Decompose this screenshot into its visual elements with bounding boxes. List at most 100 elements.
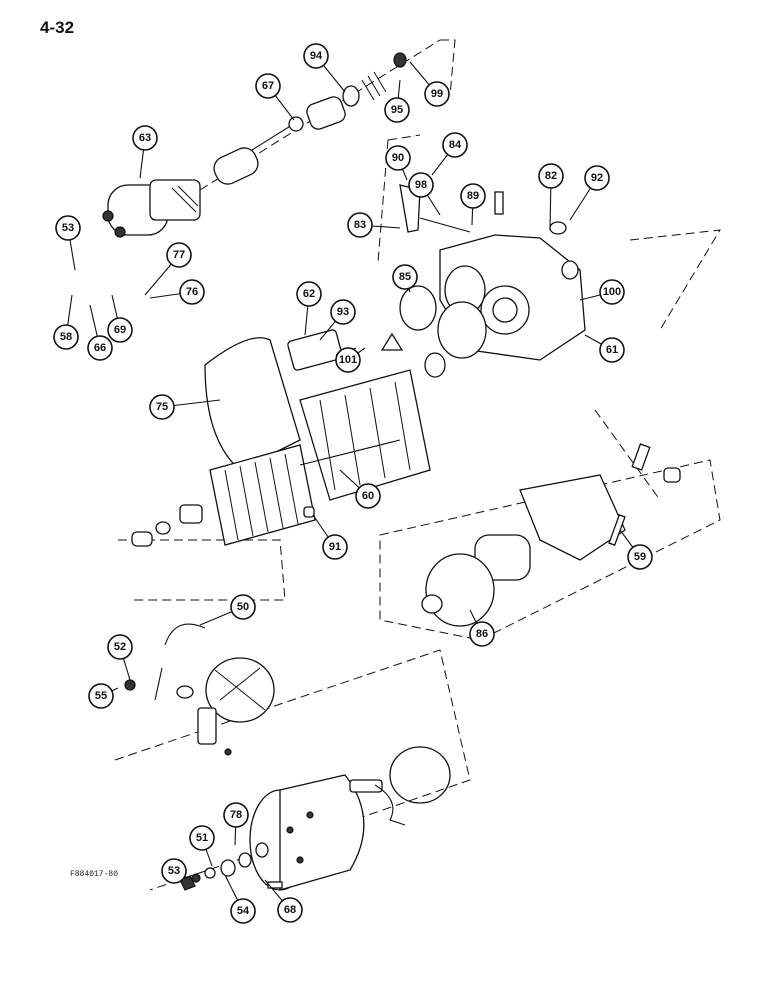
callout-circle [538, 163, 564, 189]
callout-circle [424, 81, 450, 107]
callout-circle [355, 483, 381, 509]
callout-circle [408, 172, 434, 198]
callout-55: 55 [88, 683, 119, 709]
callout-number: 86 [476, 628, 488, 640]
callout-91: 91 [312, 514, 348, 560]
callout-number: 69 [114, 324, 126, 336]
callout-number: 61 [606, 344, 618, 356]
callout-53: 53 [161, 858, 189, 884]
callout-100: 100 [579, 279, 625, 305]
callout-number: 78 [230, 809, 242, 821]
callout-number: 60 [362, 490, 374, 502]
callout-number: 101 [339, 354, 357, 366]
callout-number: 75 [156, 401, 168, 413]
callout-77: 77 [144, 242, 192, 296]
callout-number: 59 [634, 551, 646, 563]
callout-circle [107, 317, 133, 343]
callout-circle [469, 621, 495, 647]
callout-circle [599, 279, 625, 305]
callout-number: 91 [329, 541, 341, 553]
callout-67: 67 [255, 73, 295, 121]
callout-circle [277, 897, 303, 923]
page-number: 4-32 [40, 18, 75, 37]
callout-circle [230, 898, 256, 924]
callout-58: 58 [53, 294, 79, 350]
callout-circle [255, 73, 281, 99]
callout-number: 50 [237, 601, 249, 613]
callout-number: 85 [399, 271, 411, 283]
callout-circle [53, 324, 79, 350]
callout-94: 94 [303, 43, 346, 93]
callout-circle [385, 145, 411, 171]
callout-52: 52 [107, 634, 133, 681]
callout-circle [166, 242, 192, 268]
callout-number: 99 [431, 88, 443, 100]
callout-89: 89 [460, 183, 486, 226]
callout-number: 68 [284, 904, 296, 916]
callout-62: 62 [296, 281, 322, 336]
callout-circle [107, 634, 133, 660]
callout-number: 53 [168, 865, 180, 877]
field-frame [204, 337, 431, 501]
callout-83: 83 [347, 212, 401, 238]
callout-circle [149, 394, 175, 420]
callout-circle [132, 125, 158, 151]
callout-circle [599, 337, 625, 363]
callout-number: 52 [114, 641, 126, 653]
callout-number: 62 [303, 288, 315, 300]
callout-60: 60 [339, 469, 381, 509]
callout-circle [330, 299, 356, 325]
callout-68: 68 [264, 879, 303, 923]
callout-99: 99 [409, 61, 450, 107]
callout-number: 63 [139, 132, 151, 144]
callout-84: 84 [431, 132, 468, 176]
callout-circle [335, 347, 361, 373]
callout-101: 101 [335, 347, 366, 373]
callout-number: 58 [60, 331, 72, 343]
callout-93: 93 [319, 299, 356, 341]
callout-75: 75 [149, 394, 221, 420]
callout-63: 63 [132, 125, 158, 179]
callout-number: 98 [415, 179, 427, 191]
callout-circle [460, 183, 486, 209]
callout-59: 59 [619, 529, 653, 570]
callout-98: 98 [408, 172, 441, 216]
callout-50: 50 [199, 594, 256, 626]
callout-69: 69 [107, 294, 133, 343]
callout-90: 90 [385, 145, 411, 181]
callout-92: 92 [569, 165, 610, 221]
callout-number: 54 [237, 905, 250, 917]
callout-number: 51 [196, 832, 208, 844]
callout-85: 85 [392, 264, 418, 293]
callout-circle [442, 132, 468, 158]
callout-95: 95 [384, 79, 410, 123]
callout-circle [179, 279, 205, 305]
callout-61: 61 [584, 334, 625, 363]
callout-number: 84 [449, 139, 462, 151]
callout-circle [392, 264, 418, 290]
callout-circle [296, 281, 322, 307]
callout-number: 77 [173, 249, 185, 261]
callout-76: 76 [149, 279, 205, 305]
callout-82: 82 [538, 163, 564, 231]
triangle-symbol [380, 332, 404, 351]
brush-holder [124, 623, 275, 756]
callout-51: 51 [189, 825, 215, 867]
callout-66: 66 [87, 304, 113, 361]
part-callouts: 94 67 95 99 63 90 84 98 89 82 92 83 53 77 76 58 66 69 85 10… [53, 43, 653, 924]
callout-circle [584, 165, 610, 191]
callout-circle [627, 544, 653, 570]
callout-53: 53 [55, 215, 81, 271]
callout-number: 82 [545, 170, 557, 182]
callout-number: 90 [392, 152, 404, 164]
callout-circle [88, 683, 114, 709]
callout-circle [161, 858, 187, 884]
callout-number: 66 [94, 342, 106, 354]
callout-circle [223, 802, 249, 828]
callout-circle [55, 215, 81, 241]
callout-78: 78 [223, 802, 249, 846]
callout-number: 53 [62, 222, 74, 234]
callout-circle [303, 43, 329, 69]
callout-number: 100 [603, 286, 621, 298]
callout-number: 94 [310, 50, 323, 62]
